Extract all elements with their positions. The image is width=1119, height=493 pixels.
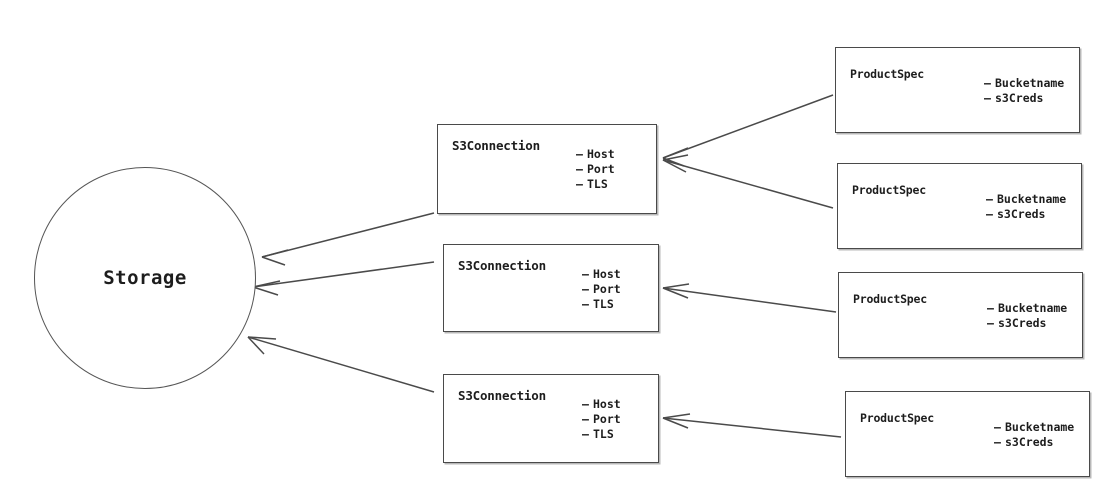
field-dash-icon: – [576, 177, 583, 191]
edge-s3connection-2-to-storage [252, 261, 435, 296]
field-row: –Bucketname [986, 192, 1066, 207]
field-label: Bucketname [998, 301, 1068, 315]
field-row: –s3Creds [994, 435, 1074, 450]
field-row: –Bucketname [984, 76, 1064, 91]
edge-productspec-2-to-s3connection-1 [662, 154, 834, 209]
field-row: –Bucketname [994, 420, 1074, 435]
field-dash-icon: – [986, 207, 993, 221]
field-row: –s3Creds [987, 316, 1067, 331]
productspec-title-3: ProductSpec [853, 292, 927, 306]
field-dash-icon: – [582, 297, 589, 311]
productspec-node-1[interactable]: ProductSpec –Bucketname –s3Creds [835, 47, 1080, 133]
field-label: Port [587, 162, 615, 176]
field-dash-icon: – [987, 316, 994, 330]
field-dash-icon: – [994, 435, 1001, 449]
productspec-fields-4: –Bucketname –s3Creds [994, 420, 1074, 450]
field-dash-icon: – [576, 147, 583, 161]
s3connection-fields-3: –Host –Port –TLS [582, 397, 621, 442]
field-dash-icon: – [986, 192, 993, 206]
field-label: Port [593, 412, 621, 426]
productspec-node-4[interactable]: ProductSpec –Bucketname –s3Creds [845, 391, 1090, 477]
field-label: s3Creds [997, 207, 1046, 221]
field-row: –Port [582, 412, 621, 427]
field-label: Bucketname [997, 192, 1067, 206]
field-row: –s3Creds [984, 91, 1064, 106]
field-dash-icon: – [576, 162, 583, 176]
field-dash-icon: – [582, 397, 589, 411]
s3connection-fields-1: –Host –Port –TLS [576, 147, 615, 192]
productspec-title-4: ProductSpec [860, 411, 934, 425]
field-dash-icon: – [984, 91, 991, 105]
s3connection-node-3[interactable]: S3Connection –Host –Port –TLS [443, 374, 659, 463]
field-label: s3Creds [995, 91, 1044, 105]
field-label: s3Creds [998, 316, 1047, 330]
field-dash-icon: – [582, 412, 589, 426]
field-row: –TLS [582, 427, 621, 442]
edge-s3connection-1-to-storage [261, 212, 435, 266]
field-row: –Bucketname [987, 301, 1067, 316]
productspec-fields-1: –Bucketname –s3Creds [984, 76, 1064, 106]
s3connection-title-1: S3Connection [452, 138, 540, 153]
productspec-title-1: ProductSpec [850, 67, 924, 81]
field-dash-icon: – [582, 267, 589, 281]
field-label: Port [593, 282, 621, 296]
field-label: Bucketname [1005, 420, 1075, 434]
s3connection-title-3: S3Connection [458, 388, 546, 403]
edge-productspec-3-to-s3connection-2 [662, 283, 837, 313]
s3connection-node-1[interactable]: S3Connection –Host –Port –TLS [437, 124, 657, 214]
field-row: –TLS [576, 177, 615, 192]
field-label: Host [593, 267, 621, 281]
productspec-fields-3: –Bucketname –s3Creds [987, 301, 1067, 331]
s3connection-fields-2: –Host –Port –TLS [582, 267, 621, 312]
field-label: Host [593, 397, 621, 411]
field-row: –Port [576, 162, 615, 177]
field-label: TLS [587, 177, 608, 191]
productspec-fields-2: –Bucketname –s3Creds [986, 192, 1066, 222]
s3connection-node-2[interactable]: S3Connection –Host –Port –TLS [443, 244, 659, 332]
field-dash-icon: – [582, 427, 589, 441]
field-row: –Host [576, 147, 615, 162]
field-label: Host [587, 147, 615, 161]
field-row: –s3Creds [986, 207, 1066, 222]
field-row: –Host [582, 267, 621, 282]
productspec-node-3[interactable]: ProductSpec –Bucketname –s3Creds [838, 272, 1083, 358]
edge-s3connection-3-to-storage [247, 336, 435, 393]
field-dash-icon: – [582, 282, 589, 296]
field-dash-icon: – [984, 76, 991, 90]
field-row: –Port [582, 282, 621, 297]
productspec-title-2: ProductSpec [852, 183, 926, 197]
field-label: TLS [593, 427, 614, 441]
edge-productspec-1-to-s3connection-1 [662, 94, 834, 167]
s3connection-title-2: S3Connection [458, 258, 546, 273]
field-dash-icon: – [994, 420, 1001, 434]
field-label: TLS [593, 297, 614, 311]
edge-productspec-4-to-s3connection-3 [662, 413, 842, 438]
field-dash-icon: – [987, 301, 994, 315]
productspec-node-2[interactable]: ProductSpec –Bucketname –s3Creds [837, 163, 1082, 249]
storage-label: Storage [103, 267, 187, 289]
field-label: s3Creds [1005, 435, 1054, 449]
field-label: Bucketname [995, 76, 1065, 90]
storage-node[interactable]: Storage [34, 167, 256, 389]
field-row: –Host [582, 397, 621, 412]
field-row: –TLS [582, 297, 621, 312]
